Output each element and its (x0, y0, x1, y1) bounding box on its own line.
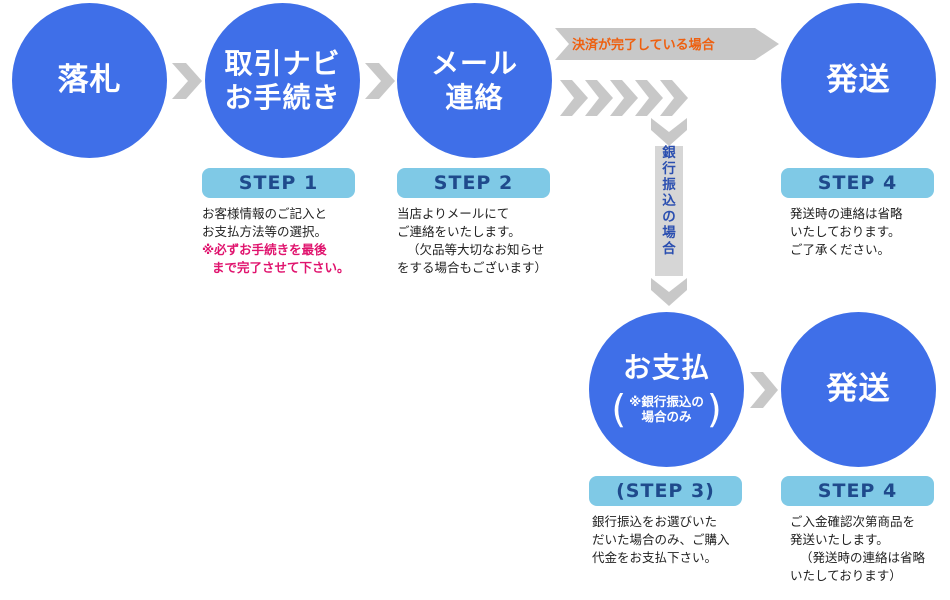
step4-top-desc-line: 発送時の連絡は省略 (790, 206, 903, 221)
circle-procedure-line2: お手続き (224, 80, 341, 114)
circle-ship-bottom: 発送 (781, 312, 936, 467)
circle-mail-line2: 連絡 (445, 80, 504, 114)
arrow-pay-to-ship-icon (750, 372, 778, 408)
step1-warning-line: ※必ずお手続きを最後 (202, 242, 327, 257)
circle-ship-bottom-label: 発送 (826, 370, 891, 407)
step4-top-description: 発送時の連絡は省略 いたしております。 ご了承ください。 (790, 205, 903, 259)
step4-top-desc-line: いたしております。 (790, 224, 901, 239)
step4-bottom-desc-line: ご入金確認次第商品を (790, 514, 916, 529)
circle-ship-top: 発送 (781, 3, 936, 158)
circle-pay: お支払 ( ※銀行振込の 場合のみ ) (589, 312, 744, 467)
pay-note-line1: ※銀行振込の (629, 393, 704, 409)
step2-badge: STEP 2 (397, 168, 550, 198)
step3-description: 銀行振込をお選びいた だいた場合のみ、ご購入 代金をお支払下さい。 (592, 513, 730, 567)
bank-label-char: 込 (662, 193, 676, 209)
circle-bid-label: 落札 (57, 61, 122, 98)
circle-pay-label: お支払 (622, 350, 710, 384)
pay-note-open-paren: ( (611, 387, 627, 432)
bank-branch-vertical-chevrons-icon (651, 118, 687, 306)
settled-branch-label: 決済が完了している場合 (572, 38, 715, 53)
circle-mail-line1: メール (430, 46, 518, 80)
step2-desc-line: 当店よりメールにて (397, 206, 510, 221)
step1-desc-line: お支払方法等の選択。 (202, 224, 328, 239)
bank-branch-horizontal-chevrons-icon (560, 80, 688, 116)
bank-label-char: の (662, 209, 676, 225)
arrow-bid-to-procedure-icon (172, 63, 202, 99)
step1-description: お客様情報のご記入と お支払方法等の選択。 ※必ずお手続きを最後 まで完了させて… (202, 205, 350, 277)
circle-procedure-line1: 取引ナビ (224, 46, 341, 80)
step1-desc-line: お客様情報のご記入と (202, 206, 328, 221)
circle-procedure: 取引ナビ お手続き (205, 3, 360, 158)
step4-top-badge: STEP 4 (781, 168, 934, 198)
step4-bottom-badge: STEP 4 (781, 476, 934, 506)
bank-label-char: 銀 (662, 145, 676, 161)
step3-desc-line: 銀行振込をお選びいた (592, 514, 718, 529)
step2-description: 当店よりメールにて ご連絡をいたします。 （欠品等大切なお知らせ をする場合もご… (397, 205, 547, 277)
step3-desc-line: だいた場合のみ、ご購入 (592, 532, 730, 547)
bank-label-char: 合 (662, 241, 676, 257)
step4-bottom-desc-line: 発送いたします。 (790, 532, 889, 547)
circle-mail: メール 連絡 (397, 3, 552, 158)
step3-badge: (STEP 3) (589, 476, 742, 506)
step1-badge: STEP 1 (202, 168, 355, 198)
bank-label-char: 場 (662, 225, 676, 241)
pay-note-close-paren: ) (706, 387, 722, 432)
settled-branch-arrow-icon (555, 28, 779, 60)
step4-top-desc-line: ご了承ください。 (790, 242, 891, 257)
bank-branch-label: 銀 行 振 込 の 場 合 (660, 145, 678, 257)
circle-bid: 落札 (12, 3, 167, 158)
step4-bottom-desc-line: いたしております） (790, 568, 902, 583)
step2-desc-line: をする場合もございます） (397, 260, 548, 275)
circle-ship-top-label: 発送 (826, 61, 891, 98)
step1-warning-line: まで完了させて下さい。 (212, 260, 350, 275)
arrow-procedure-to-mail-icon (365, 63, 395, 99)
pay-note: ( ※銀行振込の 場合のみ ) (611, 390, 721, 428)
bank-label-char: 振 (662, 177, 676, 193)
step4-bottom-desc-line: （発送時の連絡は省略 (800, 550, 926, 565)
step2-desc-line: （欠品等大切なお知らせ (407, 242, 545, 257)
step3-desc-line: 代金をお支払下さい。 (592, 550, 718, 565)
bank-label-char: 行 (662, 161, 676, 177)
pay-note-line2: 場合のみ (641, 409, 692, 425)
step2-desc-line: ご連絡をいたします。 (397, 224, 521, 239)
step4-bottom-description: ご入金確認次第商品を 発送いたします。 （発送時の連絡は省略 いたしております） (790, 513, 925, 585)
